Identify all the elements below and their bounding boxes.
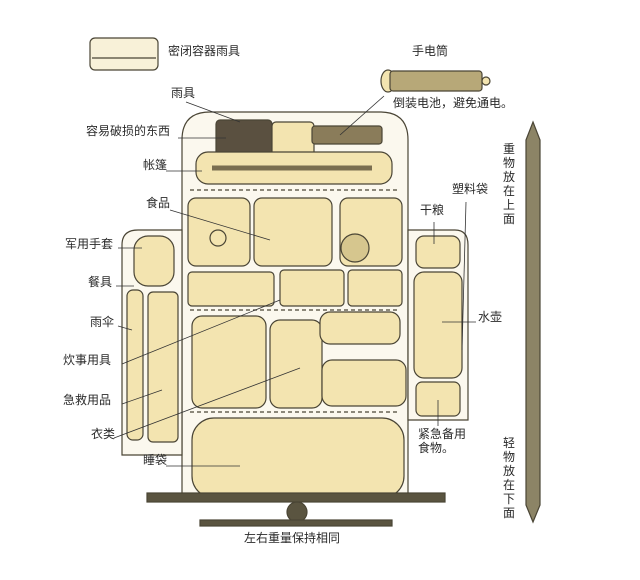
umbrella bbox=[126, 289, 144, 441]
label-tent: 帐篷 bbox=[143, 158, 168, 172]
dry-food-bag bbox=[415, 235, 461, 269]
leader-lines bbox=[113, 95, 476, 467]
label-food: 食品 bbox=[146, 196, 171, 210]
label-flashlight: 手电筒 bbox=[412, 44, 449, 58]
clothes-bundle bbox=[191, 315, 267, 409]
sleeping-bag bbox=[191, 417, 405, 499]
label-umbrella: 雨伞 bbox=[90, 315, 115, 329]
label-flashlight-note: 倒装电池，避免通电。 bbox=[393, 96, 514, 110]
label-fragile: 容易破损的东西 bbox=[86, 124, 171, 138]
food-bag-1 bbox=[187, 197, 251, 267]
label-sleeping-bag: 睡袋 bbox=[143, 453, 168, 467]
label-first-aid: 急救用品 bbox=[63, 393, 112, 407]
label-dry-food: 干粮 bbox=[420, 203, 445, 217]
label-light-on-bottom: 轻物放在下面 bbox=[502, 436, 515, 520]
label-gloves: 军用手套 bbox=[65, 237, 114, 251]
label-emergency-food-line2: 食物。 bbox=[418, 441, 455, 455]
label-plastic-bag: 塑料袋 bbox=[452, 182, 489, 196]
fragile-item bbox=[271, 121, 315, 157]
label-tableware: 餐具 bbox=[88, 275, 113, 289]
label-emergency-food-line1: 紧急备用 bbox=[418, 427, 467, 441]
glove bbox=[133, 235, 175, 287]
sealed-container-box bbox=[89, 37, 159, 71]
balance-beam bbox=[146, 492, 446, 503]
label-rain-gear: 雨具 bbox=[171, 86, 196, 100]
label-water-bottle: 水壶 bbox=[478, 310, 503, 324]
fulcrum bbox=[286, 501, 308, 523]
weight-arrow bbox=[525, 120, 541, 524]
label-sealed-container: 密闭容器雨具 bbox=[168, 44, 241, 58]
label-clothes: 衣类 bbox=[91, 427, 116, 441]
label-heavy-on-top: 重物放在上面 bbox=[502, 142, 515, 226]
flashlight-drawing bbox=[380, 69, 491, 93]
first-aid-kit bbox=[147, 291, 179, 443]
label-balance: 左右重量保持相同 bbox=[244, 531, 341, 545]
food-bag-2 bbox=[253, 197, 333, 267]
label-cookware: 炊事用具 bbox=[63, 353, 112, 367]
water-bottle bbox=[413, 271, 463, 379]
